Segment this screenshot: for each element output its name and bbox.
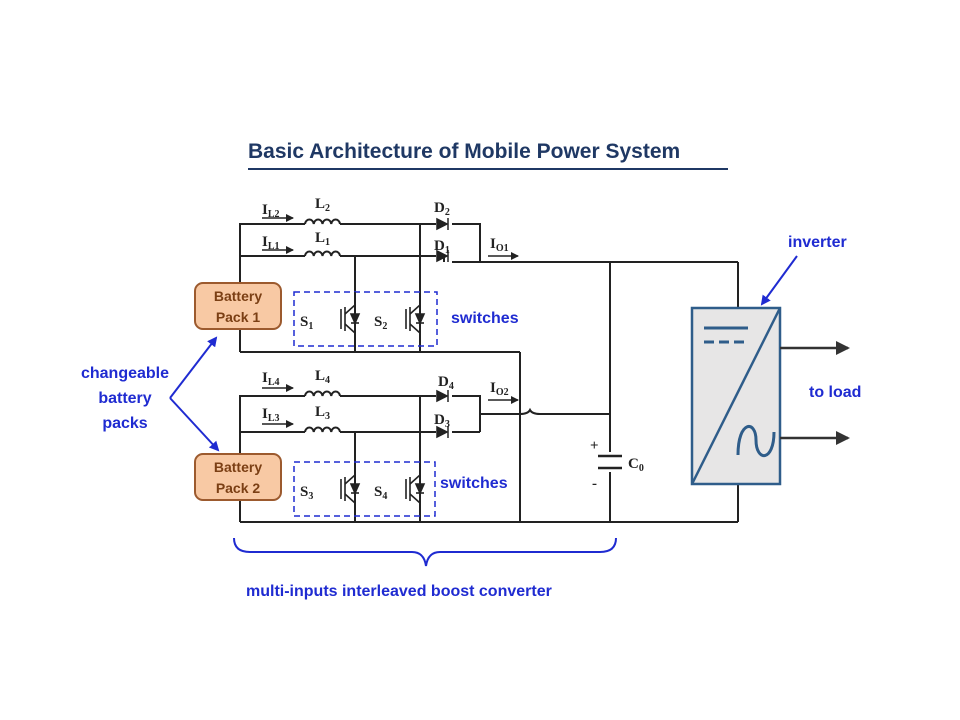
changeable-line-2: battery — [98, 390, 152, 407]
label-IO2: IO2 — [490, 380, 509, 398]
load-arrows — [780, 341, 850, 445]
wires-output — [598, 261, 739, 523]
changeable-line-1: changeable — [80, 365, 170, 382]
label-D1: D1 — [434, 238, 450, 256]
inductor-coils — [304, 218, 341, 433]
label-L4: L4 — [315, 368, 330, 386]
changeable-line-3: packs — [102, 415, 148, 432]
wires-bottom-converter — [239, 395, 610, 523]
label-IL4: IL4 — [262, 370, 280, 388]
label-L2: L2 — [315, 196, 330, 214]
label-S2: S2 — [374, 314, 387, 332]
battery-pack-2-line2: Pack 2 — [215, 480, 261, 496]
battery-pack-2: Battery Pack 2 — [194, 453, 282, 501]
label-D4: D4 — [438, 374, 454, 392]
switches-top-label: switches — [451, 310, 519, 327]
cap-plus: + — [590, 438, 599, 454]
cap-minus: - — [592, 476, 597, 492]
label-S1: S1 — [300, 314, 313, 332]
label-IO1: IO1 — [490, 236, 509, 254]
wires-top-converter — [239, 223, 610, 522]
diodes — [436, 217, 449, 439]
battery-pack-2-line1: Battery — [213, 459, 263, 475]
igbt-symbols — [340, 292, 426, 504]
current-arrows — [262, 214, 519, 428]
label-S4: S4 — [374, 484, 387, 502]
inverter-block — [690, 306, 782, 486]
diagram-title: Basic Architecture of Mobile Power Syste… — [248, 140, 681, 163]
switches-bottom-label: switches — [440, 475, 508, 492]
label-D3: D3 — [434, 412, 450, 430]
converter-label: multi-inputs interleaved boost converter — [246, 583, 552, 600]
to-load-label: to load — [809, 384, 862, 401]
label-L1: L1 — [315, 230, 330, 248]
battery-pack-1: Battery Pack 1 — [194, 282, 282, 330]
label-IL2: IL2 — [262, 202, 280, 220]
annotation-arrows — [169, 255, 798, 452]
changeable-battery-packs-label: changeable battery packs — [70, 361, 180, 436]
label-IL1: IL1 — [262, 234, 280, 252]
label-D2: D2 — [434, 200, 450, 218]
title-underline — [248, 168, 728, 170]
battery-pack-1-line1: Battery — [213, 288, 263, 304]
label-IL3: IL3 — [262, 406, 280, 424]
label-C0: C0 — [628, 456, 644, 474]
switch-boxes — [293, 291, 438, 517]
inverter-label: inverter — [788, 234, 847, 251]
label-L3: L3 — [315, 404, 330, 422]
label-S3: S3 — [300, 484, 313, 502]
battery-pack-1-line2: Pack 1 — [215, 309, 261, 325]
converter-brace — [233, 537, 617, 567]
